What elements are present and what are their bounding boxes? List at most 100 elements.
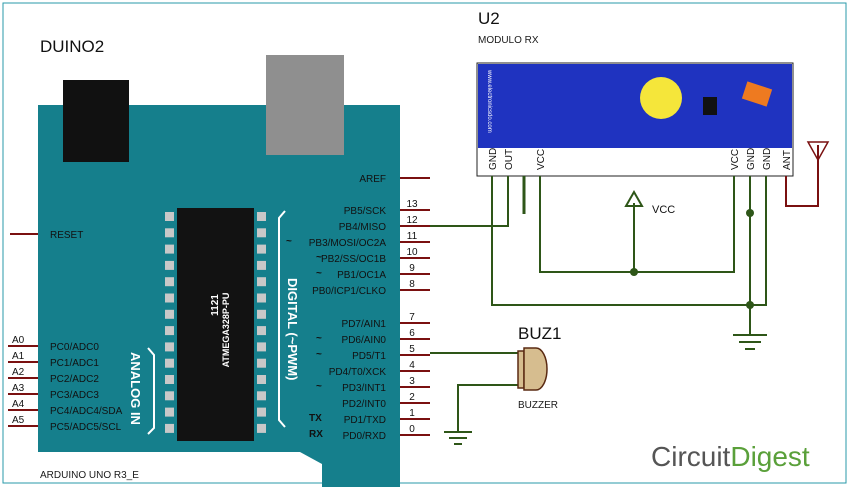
socket-pad [165, 407, 174, 417]
pwm-mark: ~ [316, 333, 322, 344]
socket-pad [165, 391, 174, 401]
digital-pin-name: PD0/RXD [343, 431, 386, 442]
digital-pin-name: PD6/AIN0 [342, 335, 387, 346]
power-jack [63, 80, 129, 162]
pwm-mark: ~ [316, 252, 322, 263]
module-ref: U2 [478, 9, 500, 28]
digital-pin-number: 4 [409, 360, 415, 371]
digital-pin-number: 9 [409, 263, 415, 274]
buzzer-ref: BUZ1 [518, 324, 561, 343]
module-component [703, 97, 717, 115]
module-pin-vcc-label: VCC [536, 149, 547, 170]
digital-pin-number: 3 [409, 376, 415, 387]
analog-pin-ext: A0 [12, 335, 25, 346]
analog-pin-name: PC2/ADC2 [50, 374, 99, 385]
socket-pad [165, 228, 174, 238]
junction-gnd-2 [746, 301, 754, 309]
digital-pin-number: 10 [406, 247, 418, 258]
digital-pin-name: PD4/T0/XCK [329, 367, 387, 378]
socket-pad [165, 342, 174, 352]
analog-pin-ext: A4 [12, 399, 25, 410]
junction-vcc [630, 268, 638, 276]
buzzer-body [517, 350, 525, 389]
junction-gnd-1 [746, 209, 754, 217]
socket-pad [165, 358, 174, 368]
digital-pin-number: 6 [409, 328, 415, 339]
digital-pin-number: 0 [409, 424, 415, 435]
socket-pad [257, 326, 266, 336]
digital-pin-name: PD3/INT1 [342, 383, 386, 394]
module-pin-out-label: OUT [504, 149, 515, 170]
pwm-mark: ~ [316, 268, 322, 279]
digital-pins: 13PB5/SCK12PB4/MISO11PB3/MOSI/OC2A~10PB2… [286, 199, 430, 442]
module-side-text: www.electronicsdo.com [486, 69, 492, 133]
digital-pin-number: 8 [409, 279, 415, 290]
antenna-wire [785, 145, 819, 207]
module-pin-gnd-label: GND [762, 148, 773, 170]
digital-pin-name: PD2/INT0 [342, 399, 386, 410]
digital-pin-number: 11 [407, 231, 418, 242]
wire-buzzer-gnd [457, 384, 522, 432]
socket-pad [257, 244, 266, 254]
vcc-arrow-icon [624, 189, 644, 207]
module-crystal [640, 77, 682, 119]
reset-label: RESET [50, 230, 83, 241]
digital-pin-name: PB4/MISO [339, 222, 386, 233]
socket-pad [257, 342, 266, 352]
brand-logo: CircuitDigest [651, 441, 810, 472]
socket-pads-right [257, 212, 266, 433]
aref-label: AREF [359, 174, 386, 185]
digital-pin-number: 2 [409, 392, 415, 403]
digital-pin-name: PB1/OC1A [337, 270, 386, 281]
wires [430, 176, 767, 432]
socket-pad [257, 309, 266, 319]
analog-pin-ext: A1 [12, 351, 25, 362]
digital-pin-number: 5 [409, 344, 415, 355]
socket-pad [165, 244, 174, 254]
analog-bracket [147, 347, 155, 435]
socket-pad [257, 375, 266, 384]
digital-pin-name: PB3/MOSI/OC2A [309, 238, 387, 249]
antenna-icon [806, 141, 830, 162]
socket-pad [257, 293, 266, 303]
digital-pin-number: 12 [406, 215, 418, 226]
pwm-mark: ~ [316, 381, 322, 392]
socket-pad [257, 228, 266, 238]
duino-name: DUINO2 [40, 37, 104, 56]
socket-pad [165, 375, 174, 384]
digital-pin-number: 7 [409, 312, 415, 323]
buzzer-icon [523, 347, 548, 391]
digital-title: DIGITAL (~PWM) [285, 278, 300, 380]
socket-pad [165, 212, 174, 221]
module-coil [741, 81, 773, 107]
chip-label-2: ATMEGA328P-PU [221, 293, 231, 368]
wire-gnd-left [491, 176, 750, 306]
socket-pad [257, 358, 266, 368]
ground-icon-buzzer [444, 431, 472, 445]
socket-pad [257, 423, 266, 433]
atmega-chip [177, 208, 254, 441]
wire-vcc [539, 176, 735, 273]
socket-pad [165, 423, 174, 433]
socket-pad [165, 260, 174, 270]
socket-pad [165, 309, 174, 319]
socket-pad [165, 326, 174, 336]
module-value: MODULO RX [478, 35, 539, 46]
tx-label: TX [309, 413, 322, 424]
wire-out-d12 [430, 176, 509, 227]
digital-pin-name: PB0/ICP1/CLKO [312, 286, 386, 297]
digital-pin-name: PB2/SS/OC1B [321, 254, 386, 265]
analog-pin-name: PC0/ADC0 [50, 342, 99, 353]
brand-part-2: Digest [730, 441, 810, 472]
module-pin-vcc-label: VCC [730, 149, 741, 170]
digital-pin-number: 1 [409, 408, 415, 419]
socket-pad [165, 277, 174, 287]
analog-pin-ext: A3 [12, 383, 25, 394]
analog-pin-name: PC1/ADC1 [50, 358, 99, 369]
analog-title: ANALOG IN [128, 352, 143, 425]
analog-pin-ext: A2 [12, 367, 25, 378]
